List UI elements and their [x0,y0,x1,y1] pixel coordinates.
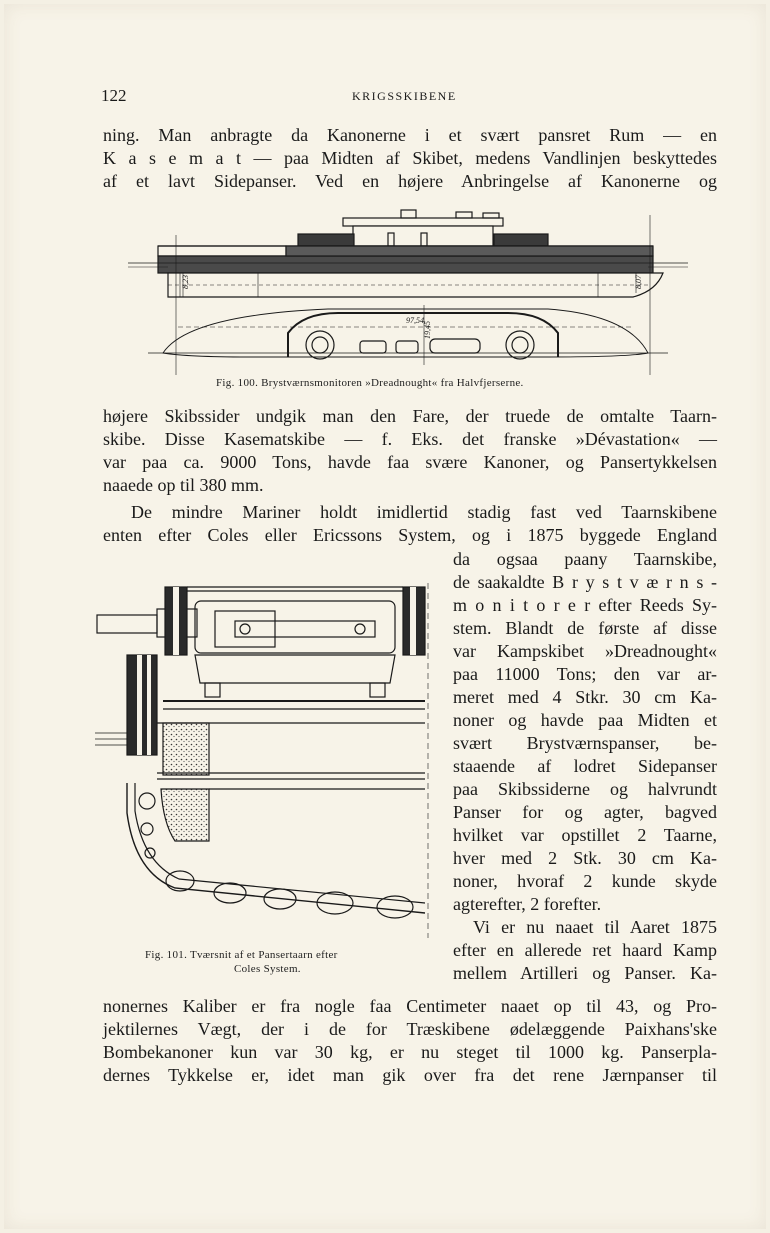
text-line: da ogsaa paany Taarnskibe, [453,549,717,569]
page-number: 122 [101,86,127,105]
figure-101-caption: Fig. 101. Tværsnit af et Pansertaarn eft… [145,949,338,961]
text-line: skibe. Disse Kasematskibe — f. Eks. det … [103,429,717,449]
text-line: nonernes Kaliber er fra nogle faa Centim… [103,996,717,1016]
text-line: De mindre Mariner holdt imidlertid stadi… [131,502,717,522]
text-line: hver med 2 Stk. 30 cm Ka- [453,848,717,868]
text-line: Bombekanoner kun var 30 kg, er nu steget… [103,1042,717,1062]
text-line: paa Skibssiderne og halvrundt [453,779,717,799]
running-title: KRIGSSKIBENE [352,89,457,103]
text-line: Vi er nu naaet til Aaret 1875 [473,917,717,937]
book-page [4,4,766,1229]
paragraph-2: højere Skibssider undgik man den Fare, d… [103,405,717,497]
text-line: staaende af lodret Sidepanser [453,756,717,776]
dim-label: 8,23 [181,275,190,289]
text-line: meret med 4 Stkr. 30 cm Ka- [453,687,717,707]
text-line: af et lavt Sidepanser. Ved en højere Anb… [103,171,717,191]
text-line: noner, hvoraf 2 kunde skyde [453,871,717,891]
text-line: var Kampskibet »Dreadnought« [453,641,717,661]
text-line: mellem Artilleri og Panser. Ka- [453,963,717,983]
figure-101-caption-line2: Coles System. [234,963,301,975]
text-line: enten efter Coles eller Ericssons System… [103,525,717,545]
text-line: paa 11000 Tons; den var ar- [453,664,717,684]
text-line: efter en allerede ret haard Kamp [453,940,717,960]
text-line: noner og havde paa Midten et [453,710,717,730]
dim-label: 19,45 [423,321,432,339]
text-line: dernes Tykkelse er, idet man gik over fr… [103,1065,717,1085]
text-line: var paa ca. 9000 Tons, havde faa svære K… [103,452,717,472]
text-line: ning. Man anbragte da Kanonerne i et svæ… [103,125,717,145]
dim-label: 8,07 [634,274,643,289]
figure-101-turret-drawing [95,583,429,938]
figure-100-caption: Fig. 100. Brystværnsmonitoren »Dreadnoug… [216,377,524,389]
paragraph-4: nonernes Kaliber er fra nogle faa Centim… [103,995,717,1087]
paragraph-3-column: da ogsaa paany Taarnskibe, de saakaldte … [453,548,717,985]
figure-100-ship-drawing: 8,23 8,07 97,54 19,45 [128,209,688,375]
text-line: stem. Blandt de første af disse [453,618,717,638]
paragraph-1: ning. Man anbragte da Kanonerne i et svæ… [103,124,717,193]
paragraph-3: De mindre Mariner holdt imidlertid stadi… [103,501,717,547]
text-line: Panser for og agter, bagved [453,802,717,822]
text-line: m o n i t o r e r efter Reeds Sy- [453,595,717,615]
text-line: jektilernes Vægt, der i de for Træskiben… [103,1019,717,1039]
text-line: svært Brystværnspanser, be- [453,733,717,753]
text-line: hvilket var opstillet 2 Taarne, [453,825,717,845]
text-line: naaede op til 380 mm. [103,475,264,495]
text-line: de saakaldte B r y s t v æ r n s - [453,572,717,592]
text-line: K a s e m a t — paa Midten af Skibet, me… [103,148,717,168]
text-line: højere Skibssider undgik man den Fare, d… [103,406,717,426]
text-line: agterefter, 2 forefter. [453,894,602,914]
dim-label: 97,54 [406,316,424,325]
